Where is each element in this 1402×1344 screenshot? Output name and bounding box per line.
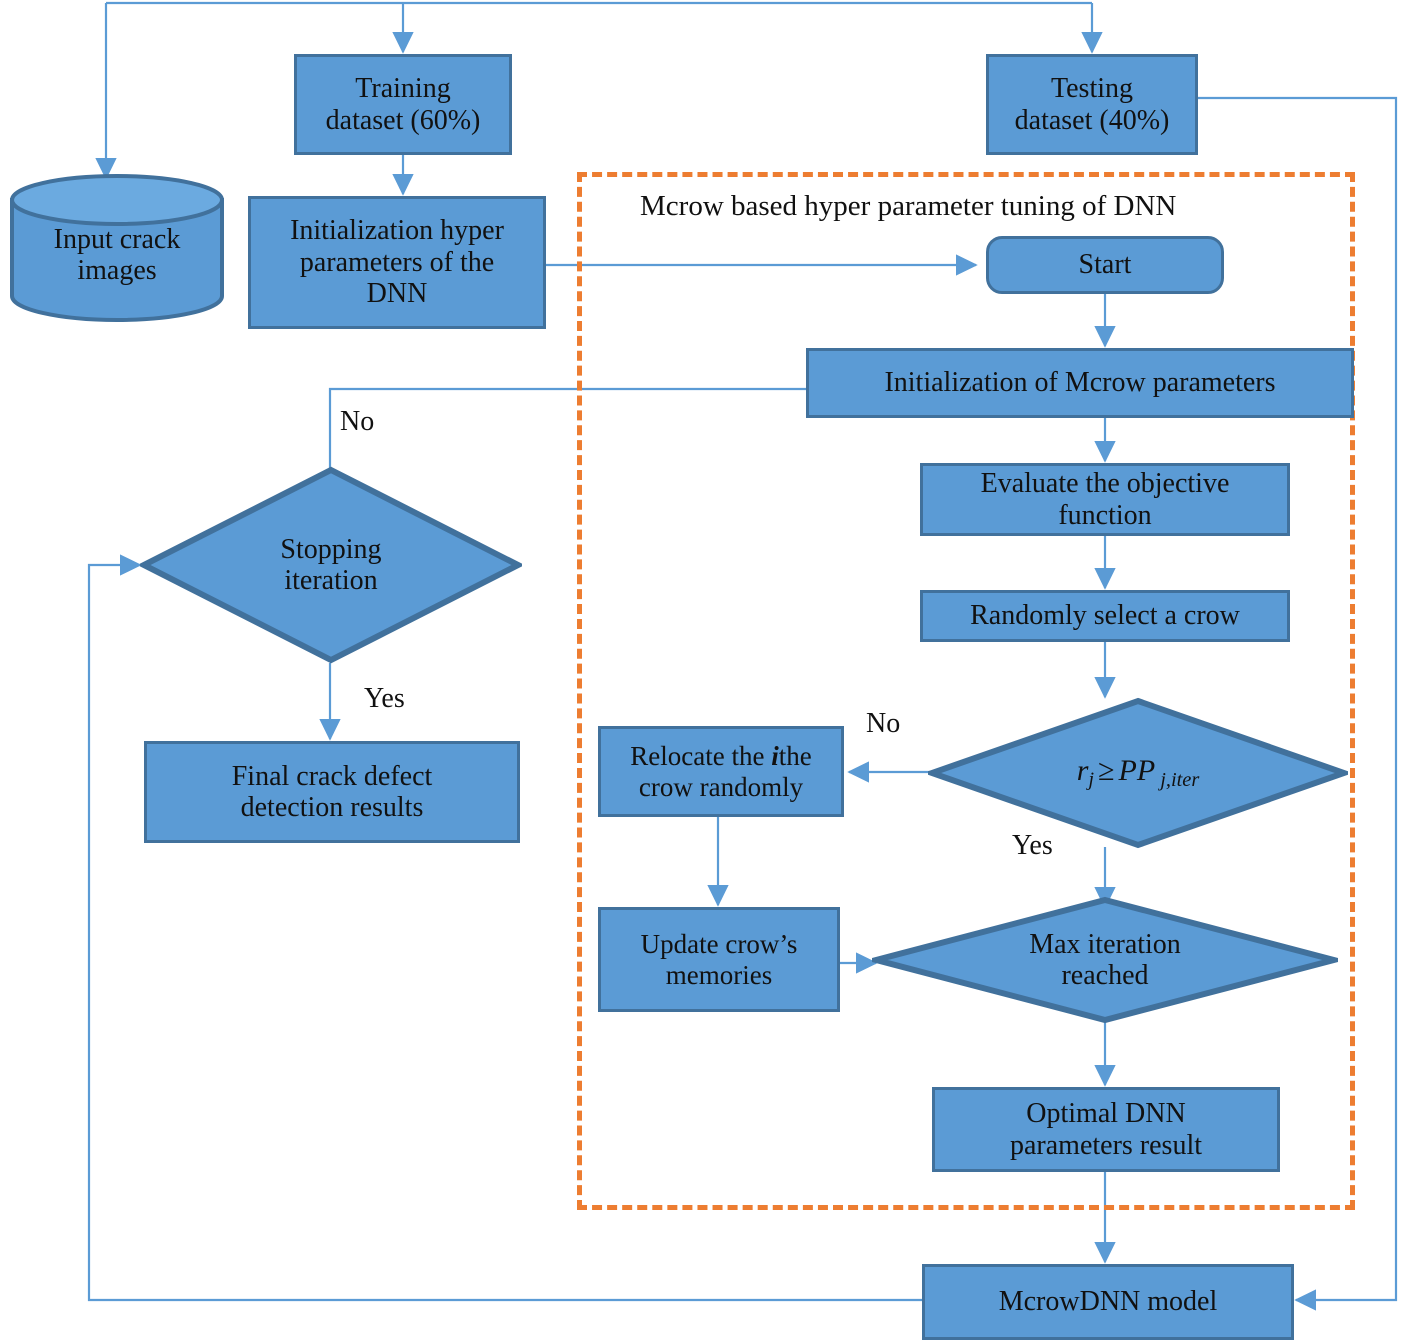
mcrow-group-title: Mcrow based hyper parameter tuning of DN…	[640, 190, 1177, 222]
init-hyper-params-node[interactable]: Initialization hyper parameters of the D…	[248, 196, 546, 329]
final-results-node[interactable]: Final crack defect detection results	[144, 741, 520, 843]
mcrow-group-box	[577, 172, 1355, 1210]
relocate-crow-line1: Relocate the ithe	[630, 741, 811, 771]
relocate-crow-line2: crow randomly	[638, 771, 804, 802]
stopping-iteration-node[interactable]: Stopping iteration	[140, 466, 522, 664]
relocate-crow-text-b: the	[778, 741, 812, 772]
diamond-shape	[872, 896, 1338, 1024]
edge-label-yes-rj: Yes	[1012, 830, 1053, 861]
max-iteration-node[interactable]: Max iteration reached	[872, 896, 1338, 1024]
relocate-crow-node[interactable]: Relocate the ithe crow randomly	[598, 726, 844, 817]
init-mcrow-params-node[interactable]: Initialization of Mcrow parameters	[806, 348, 1354, 418]
random-select-crow-node[interactable]: Randomly select a crow	[920, 590, 1290, 642]
training-dataset-node[interactable]: Training dataset (60%)	[294, 54, 512, 155]
edge-testing-dataset-to-mcrowdnn	[1198, 96, 1398, 1311]
evaluate-objective-node[interactable]: Evaluate the objective function	[920, 463, 1290, 536]
optimal-dnn-params-node[interactable]: Optimal DNN parameters result	[932, 1087, 1280, 1172]
diamond-shape	[928, 697, 1348, 849]
relocate-crow-text-a: Relocate the	[630, 741, 772, 772]
start-node[interactable]: Start	[986, 236, 1224, 294]
update-crow-memories-node[interactable]: Update crow’s memories	[598, 907, 840, 1012]
edge-label-no-rj: No	[866, 708, 901, 739]
edge-label-yes-stopping: Yes	[364, 683, 405, 714]
edge-mcrowdnn-to-stopping-iteration	[87, 554, 924, 1302]
input-crack-images-node: Input crack images	[8, 174, 226, 322]
diamond-shape	[140, 466, 522, 664]
cylinder-shape	[10, 174, 224, 322]
mcrowdnn-model-node[interactable]: McrowDNN model	[922, 1264, 1294, 1340]
edge-label-no-stopping: No	[340, 406, 375, 437]
relocate-crow-index-i: i	[771, 741, 779, 772]
testing-dataset-node[interactable]: Testing dataset (40%)	[986, 54, 1198, 155]
